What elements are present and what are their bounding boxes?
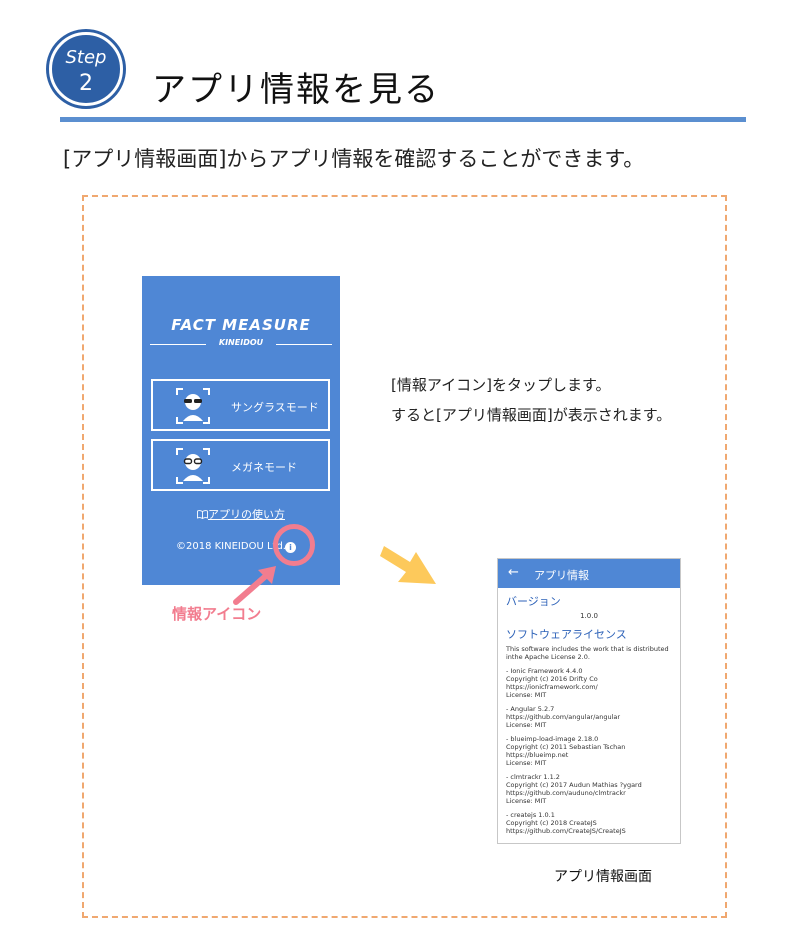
license-line: Copyright (c) 2011 Sebastian Tschan — [506, 743, 626, 751]
sunglasses-face-icon — [176, 388, 210, 424]
step-badge: Step 2 — [49, 32, 123, 106]
page-title: アプリ情報を見る — [152, 70, 440, 110]
license-line: https://github.com/CreateJS/CreateJS — [506, 827, 626, 835]
howto-link[interactable]: アプリの使い方 — [142, 506, 340, 522]
license-line: inthe Apache License 2.0. — [506, 653, 590, 661]
sunglasses-mode-button[interactable]: サングラスモード — [151, 379, 330, 431]
license-line: https://ionicframework.com/ — [506, 683, 598, 691]
license-line: Copyright (c) 2016 Drifty Co — [506, 675, 598, 683]
glasses-face-icon — [176, 448, 210, 484]
license-line: - createjs 1.0.1 — [506, 811, 555, 819]
instruction-line-2: すると[アプリ情報画面]が表示されます。 — [391, 406, 672, 424]
glasses-mode-button[interactable]: メガネモード — [151, 439, 330, 491]
pink-arrow-icon — [233, 566, 276, 605]
app-logo: FACT MEASURE — [171, 316, 311, 334]
license-line: - Angular 5.2.7 — [506, 705, 555, 713]
license-line: - blueimp-load-image 2.18.0 — [506, 735, 599, 743]
yellow-arrow-icon — [380, 546, 436, 584]
license-list: This software includes the work that is … — [506, 645, 672, 835]
app-logo-sub: KINEIDOU — [218, 338, 264, 347]
license-line: - Ionic Framework 4.4.0 — [506, 667, 583, 675]
book-icon — [197, 510, 208, 520]
howto-link-label: アプリの使い方 — [208, 508, 285, 521]
app-info-title: アプリ情報 — [534, 569, 589, 582]
sunglasses-mode-label: サングラスモード — [231, 401, 319, 414]
license-line: License: MIT — [506, 721, 547, 729]
app-info-screen-caption: アプリ情報画面 — [554, 869, 652, 885]
back-arrow-icon[interactable]: ← — [508, 565, 519, 580]
step-number: 2 — [79, 71, 93, 96]
license-paragraph: This software includes the work that is … — [506, 645, 672, 661]
instruction-line-1: [情報アイコン]をタップします。 — [391, 376, 611, 394]
glasses-mode-label: メガネモード — [231, 461, 297, 474]
license-line: https://github.com/auduno/clmtrackr — [506, 789, 626, 797]
version-heading: バージョン — [506, 595, 561, 608]
copyright-text: ©2018 KINEIDOU Ltd. — [176, 541, 286, 552]
info-icon-highlight-ring — [273, 524, 315, 566]
license-line: License: MIT — [506, 691, 547, 699]
license-line: https://blueimp.net — [506, 751, 569, 759]
license-line: License: MIT — [506, 797, 547, 805]
version-value: 1.0.0 — [580, 612, 598, 620]
step-word: Step — [65, 47, 107, 68]
license-line: Copyright (c) 2018 CreateJS — [506, 819, 597, 827]
license-line: - clmtrackr 1.1.2 — [506, 773, 560, 781]
instruction-text: [情報アイコン]をタップします。 すると[アプリ情報画面]が表示されます。 — [391, 370, 671, 430]
illustration-frame — [82, 195, 727, 918]
license-line: This software includes the work that is … — [506, 645, 669, 653]
info-icon-caption: 情報アイコン — [172, 605, 262, 623]
intro-text: [アプリ情報画面]からアプリ情報を確認することができます。 — [63, 147, 645, 171]
license-line: License: MIT — [506, 759, 547, 767]
license-heading: ソフトウェアライセンス — [506, 628, 627, 641]
app-info-body: バージョン 1.0.0 ソフトウェアライセンス This software in… — [498, 588, 680, 835]
app-logo-sub-row: KINEIDOU — [150, 338, 332, 350]
license-line: https://github.com/angular/angular — [506, 713, 621, 721]
app-info-toolbar: ← アプリ情報 — [498, 559, 680, 588]
title-underline — [60, 117, 746, 122]
license-line: Copyright (c) 2017 Audun Mathias ?ygard — [506, 781, 642, 789]
app-info-screen: ← アプリ情報 バージョン 1.0.0 ソフトウェアライセンス This sof… — [497, 558, 681, 844]
